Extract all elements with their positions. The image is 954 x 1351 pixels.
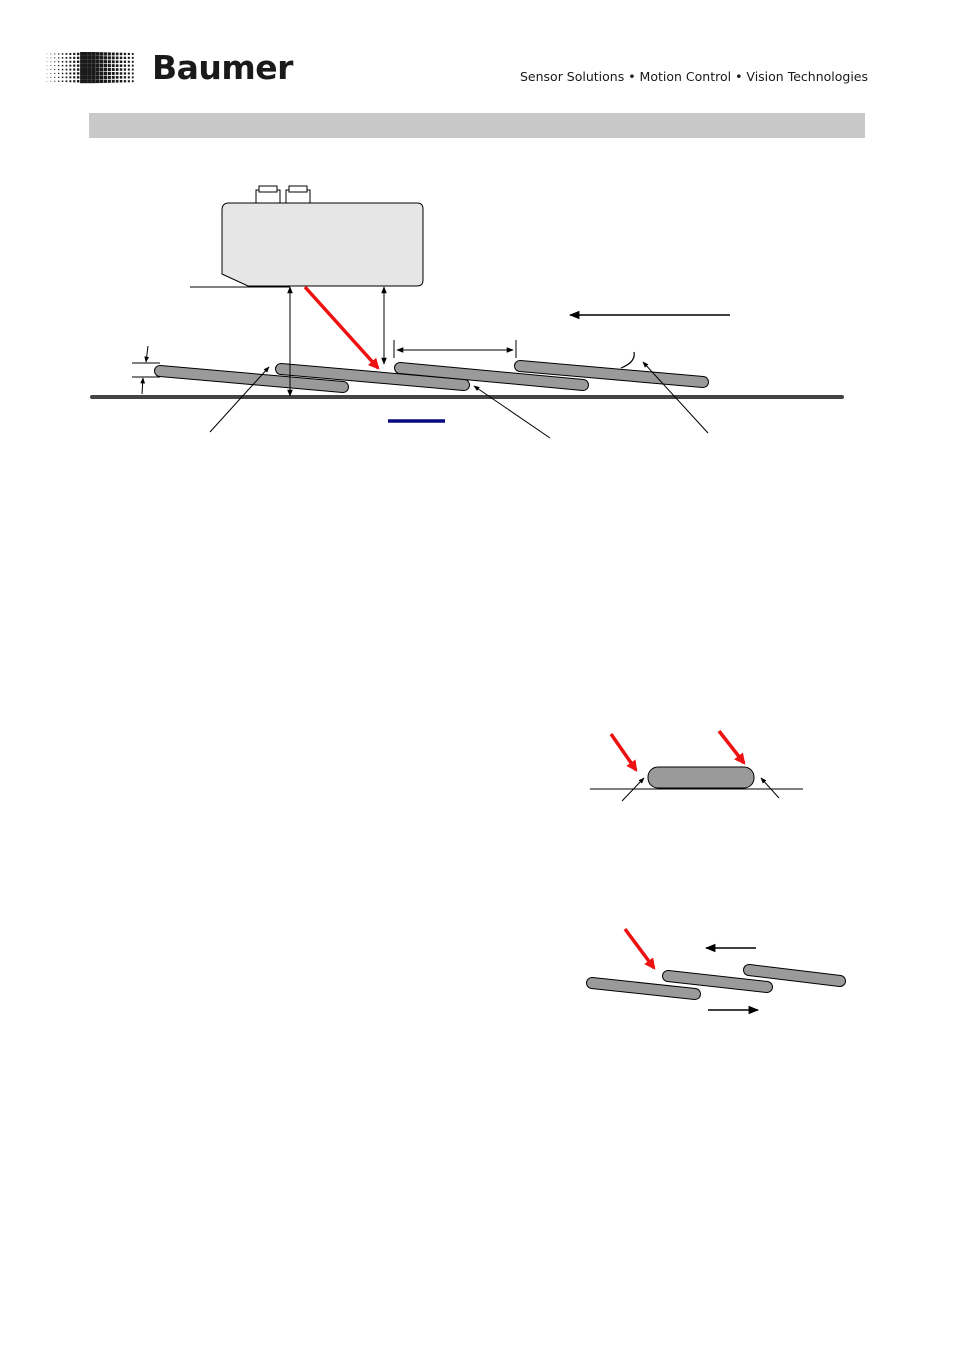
header-tagline: Sensor Solutions • Motion Control • Visi… <box>519 69 868 84</box>
figure-single-sheet <box>590 729 803 802</box>
sheet-stream <box>154 360 709 393</box>
brand-name: Baumer <box>152 48 293 87</box>
laser-beam <box>303 285 380 370</box>
section-heading-bar <box>89 113 865 138</box>
figure-overlapping-sheets <box>586 927 846 1015</box>
sensor-housing <box>221 185 424 287</box>
